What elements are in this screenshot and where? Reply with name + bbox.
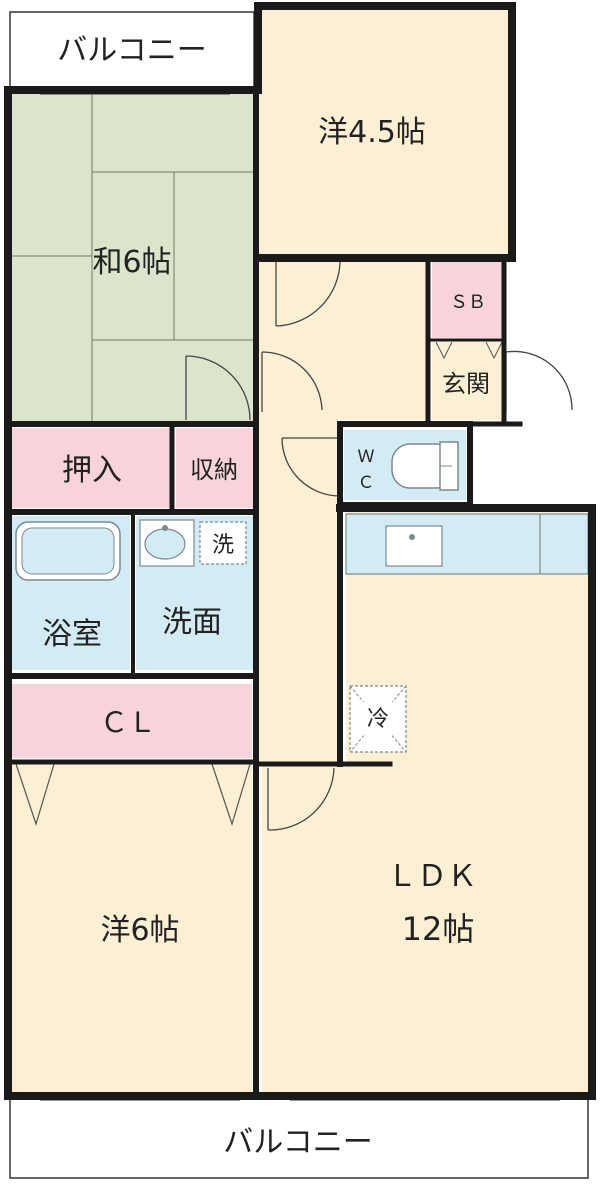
- cl-closet: [12, 684, 252, 758]
- tatami-lines: [10, 92, 254, 422]
- entrance-label: 玄関: [442, 370, 490, 398]
- toilet-icon: [391, 441, 459, 491]
- kitchen-counter-icon: [345, 513, 589, 575]
- bathtub-icon: [15, 521, 121, 581]
- washer-pan-icon: [199, 521, 247, 565]
- western-small-label: 洋4.5帖: [318, 115, 426, 150]
- storage-closet: [176, 428, 254, 508]
- shoe-box: [432, 262, 506, 338]
- fridge-label: 冷: [367, 707, 389, 732]
- balcony-top: [9, 11, 255, 91]
- shoe-box-label: ＳＢ: [450, 292, 486, 313]
- ldk-label-line2: 12帖: [402, 910, 475, 948]
- balcony-bottom: [9, 1097, 589, 1179]
- washroom-label: 洗面: [162, 605, 222, 640]
- fridge-space-icon: [349, 685, 407, 753]
- balcony-bottom-label: バルコニー: [223, 1125, 372, 1160]
- wc-label-top: Ｗ: [358, 447, 375, 467]
- bath-label: 浴室: [42, 617, 102, 652]
- folding-door-icon: [15, 763, 251, 826]
- western-small-room: [258, 8, 510, 258]
- hallway: [258, 258, 428, 420]
- ldk-room-lower: [262, 764, 588, 1094]
- wc-label-bottom: Ｃ: [358, 473, 375, 493]
- balcony-top-label: バルコニー: [57, 33, 206, 68]
- sb-door-icon: [435, 341, 503, 360]
- oshiire-label: 押入: [62, 453, 122, 488]
- cl-label: ＣＬ: [100, 706, 156, 739]
- walls: [4, 2, 596, 1100]
- washer-label: 洗: [212, 533, 234, 558]
- entrance: [432, 340, 502, 420]
- western-large-label: 洋6帖: [100, 913, 179, 948]
- ldk-label-line1: ＬＤＫ: [387, 859, 477, 894]
- japanese-label: 和6帖: [92, 245, 171, 280]
- western-large-room: [12, 764, 252, 1094]
- hallway-corridor: [258, 420, 338, 764]
- japanese-room: [10, 92, 254, 422]
- oshiire-closet: [12, 428, 170, 508]
- sink-icon: [139, 519, 195, 567]
- storage-label: 収納: [190, 456, 238, 484]
